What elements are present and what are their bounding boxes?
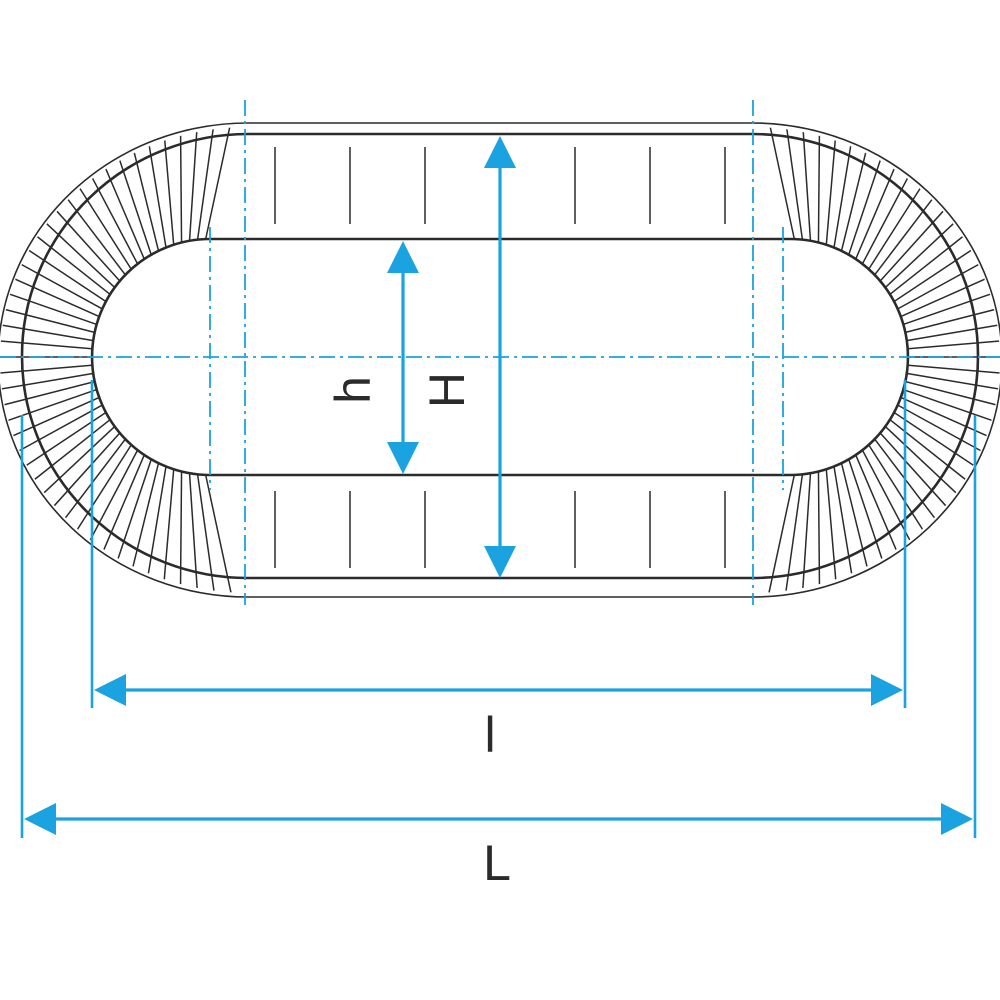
hatch-line bbox=[194, 127, 215, 254]
hatch-line bbox=[33, 233, 121, 304]
hatch-line bbox=[18, 398, 115, 452]
hatch-line bbox=[885, 262, 982, 316]
hatch-line bbox=[870, 207, 947, 292]
hatch-line bbox=[890, 292, 993, 330]
hatch-line bbox=[187, 459, 198, 589]
hatch-line bbox=[33, 410, 121, 481]
label-h: h bbox=[325, 376, 381, 404]
label-l: l bbox=[484, 707, 495, 763]
hatch-line bbox=[3, 377, 108, 406]
hatch-line bbox=[894, 340, 1000, 351]
hatch-line bbox=[879, 410, 967, 481]
hatch-line bbox=[194, 460, 215, 591]
hatch-line bbox=[12, 277, 112, 323]
hatch-line bbox=[866, 428, 936, 519]
hatch-line bbox=[103, 163, 151, 272]
hatch-line bbox=[855, 173, 911, 276]
hatch-line bbox=[12, 391, 112, 437]
hatch-line bbox=[0, 324, 107, 344]
hatch-line bbox=[892, 377, 997, 406]
extension-lines bbox=[20, 380, 977, 838]
hatch-line bbox=[163, 455, 176, 580]
hatch-line bbox=[831, 140, 853, 261]
hatch-line bbox=[837, 147, 868, 264]
hatch-line bbox=[43, 417, 125, 494]
hatch-line bbox=[202, 461, 232, 593]
hatch-line bbox=[870, 422, 947, 507]
hatch-line bbox=[785, 460, 806, 591]
hatch-line bbox=[843, 155, 883, 268]
hatch-line bbox=[179, 458, 183, 585]
hatch-line bbox=[890, 384, 993, 422]
hatch-line bbox=[802, 459, 813, 589]
hatch-line bbox=[53, 207, 130, 292]
hatch-line bbox=[817, 129, 821, 256]
hatch-line bbox=[76, 433, 139, 530]
hatch-line bbox=[802, 127, 813, 255]
hatch-line bbox=[882, 404, 975, 467]
hatch-line bbox=[849, 163, 897, 272]
hatch-line bbox=[147, 453, 169, 574]
hatch-line bbox=[179, 129, 183, 256]
hatch-line bbox=[25, 404, 118, 467]
hatch-line bbox=[768, 461, 798, 593]
hatch-line bbox=[893, 370, 1000, 390]
dimension-l bbox=[94, 674, 903, 706]
hatch-line bbox=[831, 453, 853, 574]
hatch-line bbox=[163, 134, 176, 259]
outer-edge-outline bbox=[0, 122, 1000, 598]
hatch-line bbox=[817, 458, 821, 585]
hatch-line bbox=[64, 428, 134, 519]
hatch-line bbox=[824, 134, 837, 259]
hatch-line bbox=[3, 308, 108, 337]
hatch-line bbox=[132, 147, 163, 264]
label-L: L bbox=[483, 835, 511, 891]
hatch-line bbox=[837, 450, 868, 567]
hatch-line bbox=[7, 292, 110, 330]
dimension-H bbox=[484, 136, 516, 578]
hatch-line bbox=[18, 262, 115, 316]
hatch-line bbox=[89, 173, 145, 276]
hatch-line bbox=[785, 127, 806, 254]
hatch-line bbox=[888, 277, 988, 323]
hatch-line bbox=[117, 446, 157, 559]
hatch-line bbox=[882, 247, 975, 310]
hatch-line bbox=[117, 155, 157, 268]
hatch-line bbox=[768, 127, 798, 253]
hatch-line bbox=[0, 363, 106, 374]
hatch-line bbox=[89, 438, 145, 541]
label-H: H bbox=[419, 372, 475, 408]
hatch-line bbox=[892, 308, 997, 337]
hatch-line bbox=[861, 433, 924, 530]
straight-section-hatching bbox=[274, 147, 726, 568]
hatch-line bbox=[25, 247, 118, 310]
hatch-line bbox=[875, 417, 957, 494]
hatch-line bbox=[147, 140, 169, 261]
inner-opening-outline bbox=[90, 237, 910, 477]
hatch-line bbox=[43, 220, 125, 297]
hatch-line bbox=[875, 220, 957, 297]
hatch-line bbox=[894, 363, 1000, 374]
hatch-line bbox=[855, 438, 911, 541]
hatch-line bbox=[132, 450, 163, 567]
hatch-line bbox=[187, 127, 198, 255]
dimension-h bbox=[387, 241, 419, 474]
hatch-line bbox=[0, 370, 107, 390]
hatch-line bbox=[885, 398, 982, 452]
hatch-line bbox=[824, 455, 837, 580]
hatch-line bbox=[0, 340, 106, 351]
outer-surface-outline bbox=[20, 132, 980, 580]
hatch-line bbox=[893, 324, 1000, 344]
hatch-line bbox=[843, 446, 883, 559]
hatch-line bbox=[879, 233, 967, 304]
dimension-L bbox=[24, 803, 973, 835]
hatch-line bbox=[202, 127, 232, 253]
